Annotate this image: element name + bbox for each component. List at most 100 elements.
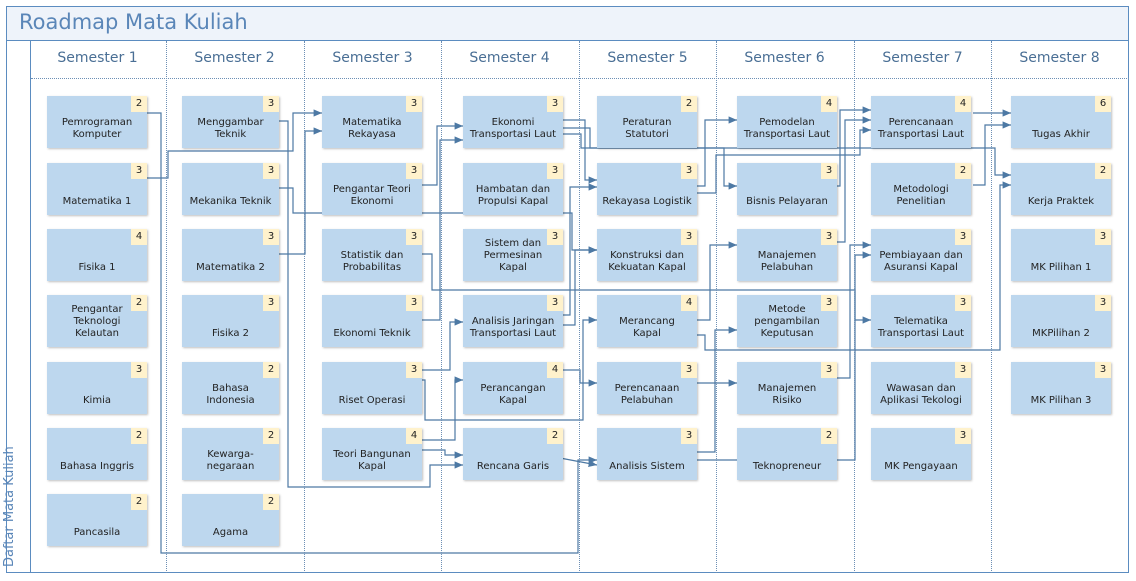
connector (697, 126, 871, 194)
credits-badge: 2 (1095, 163, 1111, 179)
credits-badge: 2 (681, 96, 697, 112)
semester-header: Semester 1 (57, 50, 138, 66)
course-name: MK Pilihan 1 (1030, 262, 1092, 273)
credits-badge: 3 (547, 163, 563, 179)
credits-badge: 3 (1095, 229, 1111, 245)
course-name: Kerja Praktek (1027, 196, 1095, 207)
credits-badge: 4 (955, 96, 971, 112)
course-name: Merancang Kapal (619, 316, 675, 339)
credits-badge: 3 (263, 96, 279, 112)
semester-header: Semester 5 (607, 50, 688, 66)
course-name: Analisis Sistem (609, 461, 685, 472)
course-name: Kimia (83, 395, 111, 406)
course-name: Pengantar Teknologi Kelautan (71, 304, 123, 339)
credits-badge: 3 (955, 229, 971, 245)
connector (419, 136, 463, 321)
course-name: Peraturan Statutori (622, 117, 672, 140)
course-box[interactable]: Ekonomi Transportasi Laut 3 (463, 96, 563, 148)
connector (697, 326, 737, 453)
course-name: Kewarga- negaraan (206, 449, 255, 472)
connector (419, 122, 463, 186)
course-name: MKPilihan 2 (1032, 328, 1090, 339)
course-name: Ekonomi Transportasi Laut (469, 117, 557, 140)
connector (419, 376, 463, 441)
course-name: Perancangan Kapal (480, 383, 546, 406)
course-name: Pemrograman Komputer (61, 117, 133, 140)
course-box[interactable]: Kerja Praktek 2 (1011, 163, 1111, 215)
course-box[interactable]: Teori Bangunan Kapal 4 (322, 428, 422, 480)
credits-badge: 3 (547, 96, 563, 112)
course-box[interactable]: Peraturan Statutori 2 (597, 96, 697, 148)
connector (973, 121, 1011, 186)
credits-badge: 2 (263, 494, 279, 510)
credits-badge: 4 (821, 96, 837, 112)
credits-badge: 3 (406, 229, 422, 245)
credits-badge: 3 (263, 163, 279, 179)
course-name: Bahasa Indonesia (206, 383, 255, 406)
connector (560, 183, 597, 316)
course-name: Fisika 2 (211, 328, 250, 339)
course-box[interactable]: MK Pilihan 1 3 (1011, 229, 1111, 281)
course-name: Ekonomi Teknik (333, 328, 411, 339)
course-name: MK Pilihan 3 (1030, 395, 1092, 406)
credits-badge: 4 (406, 428, 422, 444)
course-name: Manajemen Pelabuhan (757, 250, 817, 273)
credits-badge: 3 (406, 163, 422, 179)
course-name: Manajemen Risiko (757, 383, 817, 406)
course-name: Teori Bangunan Kapal (333, 449, 411, 472)
course-name: Konstruksi dan Kekuatan Kapal (608, 250, 686, 273)
course-name: Metode pengambilan Keputusan (754, 304, 820, 339)
course-name: Matematika 2 (196, 262, 265, 273)
semester-divider (579, 41, 580, 573)
credits-badge: 4 (131, 229, 147, 245)
credits-badge: 3 (547, 295, 563, 311)
credits-badge: 2 (131, 428, 147, 444)
credits-badge: 3 (681, 362, 697, 378)
